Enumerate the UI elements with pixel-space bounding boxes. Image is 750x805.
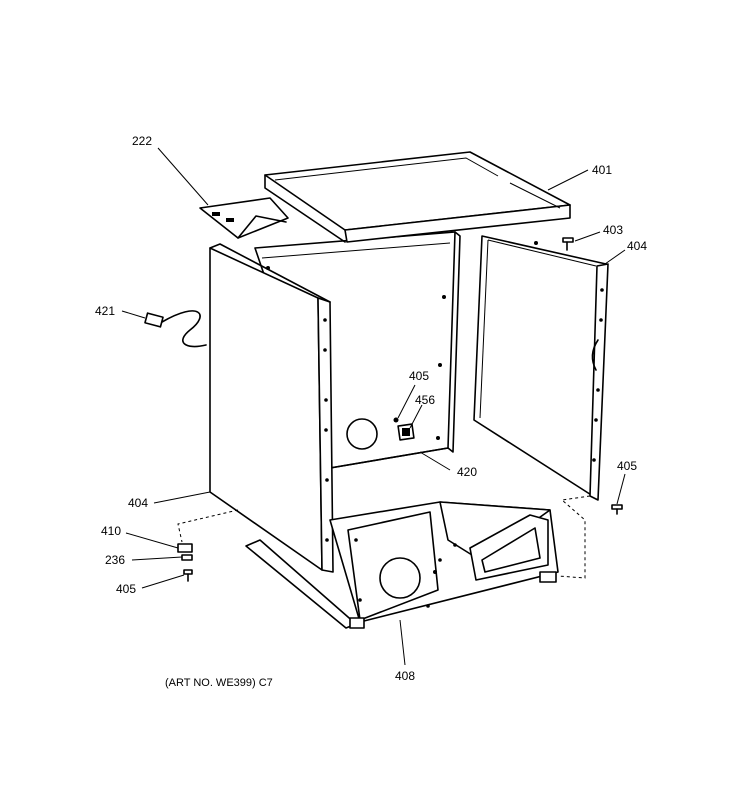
base-frame-408	[245, 501, 559, 629]
callout-421: 421	[95, 304, 115, 318]
screw-405-left	[183, 569, 193, 582]
callout-456: 456	[415, 393, 435, 407]
foot-410	[177, 543, 193, 553]
callout-408: 408	[395, 669, 415, 683]
callout-404-left: 404	[128, 496, 148, 510]
screw-405-right	[611, 504, 623, 515]
callout-420: 420	[457, 465, 477, 479]
bracket-222	[199, 197, 289, 239]
screw-403	[562, 237, 574, 251]
callout-405-right: 405	[617, 459, 637, 473]
top-cover-401	[264, 151, 571, 243]
left-side-panel-404	[209, 243, 334, 573]
callout-405-center: 405	[409, 369, 429, 383]
art-number-caption: (ART NO. WE399) C7	[165, 677, 273, 689]
power-cord-421	[144, 310, 207, 348]
right-side-panel-404	[473, 235, 609, 501]
callout-410: 410	[101, 524, 121, 538]
nut-236	[181, 554, 193, 561]
callout-403: 403	[603, 223, 623, 237]
callout-236: 236	[105, 553, 125, 567]
callout-401: 401	[592, 163, 612, 177]
callout-404-right: 404	[627, 239, 647, 253]
callout-405-left: 405	[116, 582, 136, 596]
callout-222: 222	[132, 134, 152, 148]
